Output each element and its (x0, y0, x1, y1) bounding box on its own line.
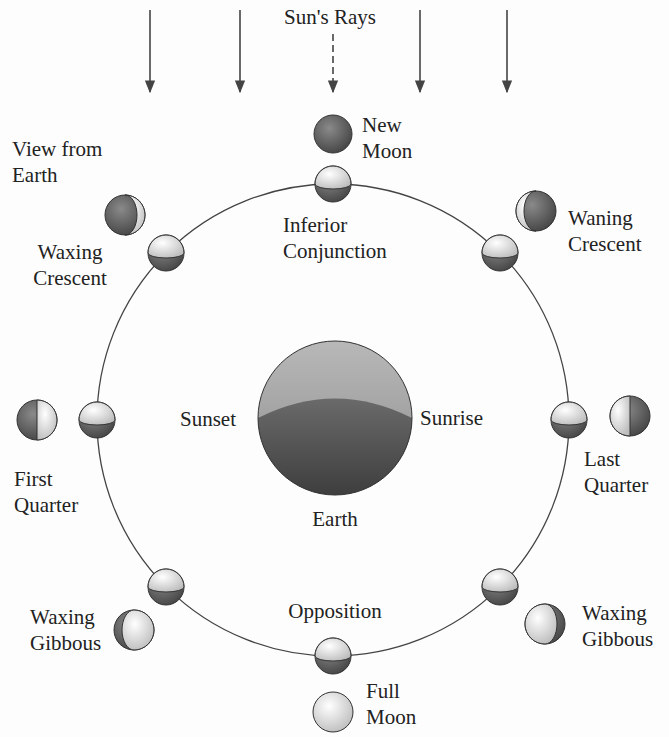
position-label: Opposition (265, 598, 405, 624)
phase-label: Full Moon (366, 678, 426, 730)
first-quarter-view (17, 400, 57, 440)
last-quarter-view (610, 396, 650, 436)
waxing-crescent-view (105, 195, 145, 235)
phase-label: New Moon (362, 112, 424, 164)
earth-day-side (258, 341, 412, 495)
phase-label: Waxing Gibbous (582, 600, 664, 652)
moon-orbit (97, 184, 569, 656)
phase-label: First Quarter (14, 466, 104, 518)
sun-rays-label: Sun's Rays (260, 4, 400, 30)
earth-border (258, 341, 412, 495)
view-label: View from Earth (12, 136, 122, 188)
orbit-moon (148, 235, 184, 271)
phase-label: Waxing Crescent (10, 239, 130, 291)
orbit-moon (482, 235, 518, 271)
orbit-moon (315, 166, 351, 202)
waxing-gibbous-view (525, 604, 565, 644)
position-label: Inferior Conjunction (283, 212, 413, 264)
orbit-moon (315, 638, 351, 674)
orbit-moon (79, 402, 115, 438)
view-moons (17, 115, 650, 732)
time-label: Sunrise (420, 405, 500, 431)
sun-ray-arrow (332, 34, 334, 92)
orbit-moon (551, 402, 587, 438)
orbit-moons (79, 166, 587, 674)
full-moon-view (313, 692, 353, 732)
time-label: Sunset (180, 406, 254, 432)
sun-ray-arrow (149, 10, 151, 92)
waxing-gibbous-view (114, 610, 154, 650)
phase-label: Waxing Gibbous (30, 604, 115, 656)
sun-ray-arrow (506, 10, 508, 92)
orbit-moon (482, 569, 518, 605)
sun-ray-arrow (419, 10, 421, 92)
sun-ray-arrow (239, 10, 241, 92)
phase-label: Waning Crescent (568, 205, 663, 257)
earth-night-side (258, 399, 412, 495)
earth-outline (257, 340, 413, 496)
waning-crescent-view (516, 191, 556, 231)
phase-label: Last Quarter (584, 446, 664, 498)
orbit-moon (148, 569, 184, 605)
new-moon-view (314, 115, 352, 153)
earth-label: Earth (257, 506, 413, 532)
earth-sphere: Earth (257, 340, 413, 496)
